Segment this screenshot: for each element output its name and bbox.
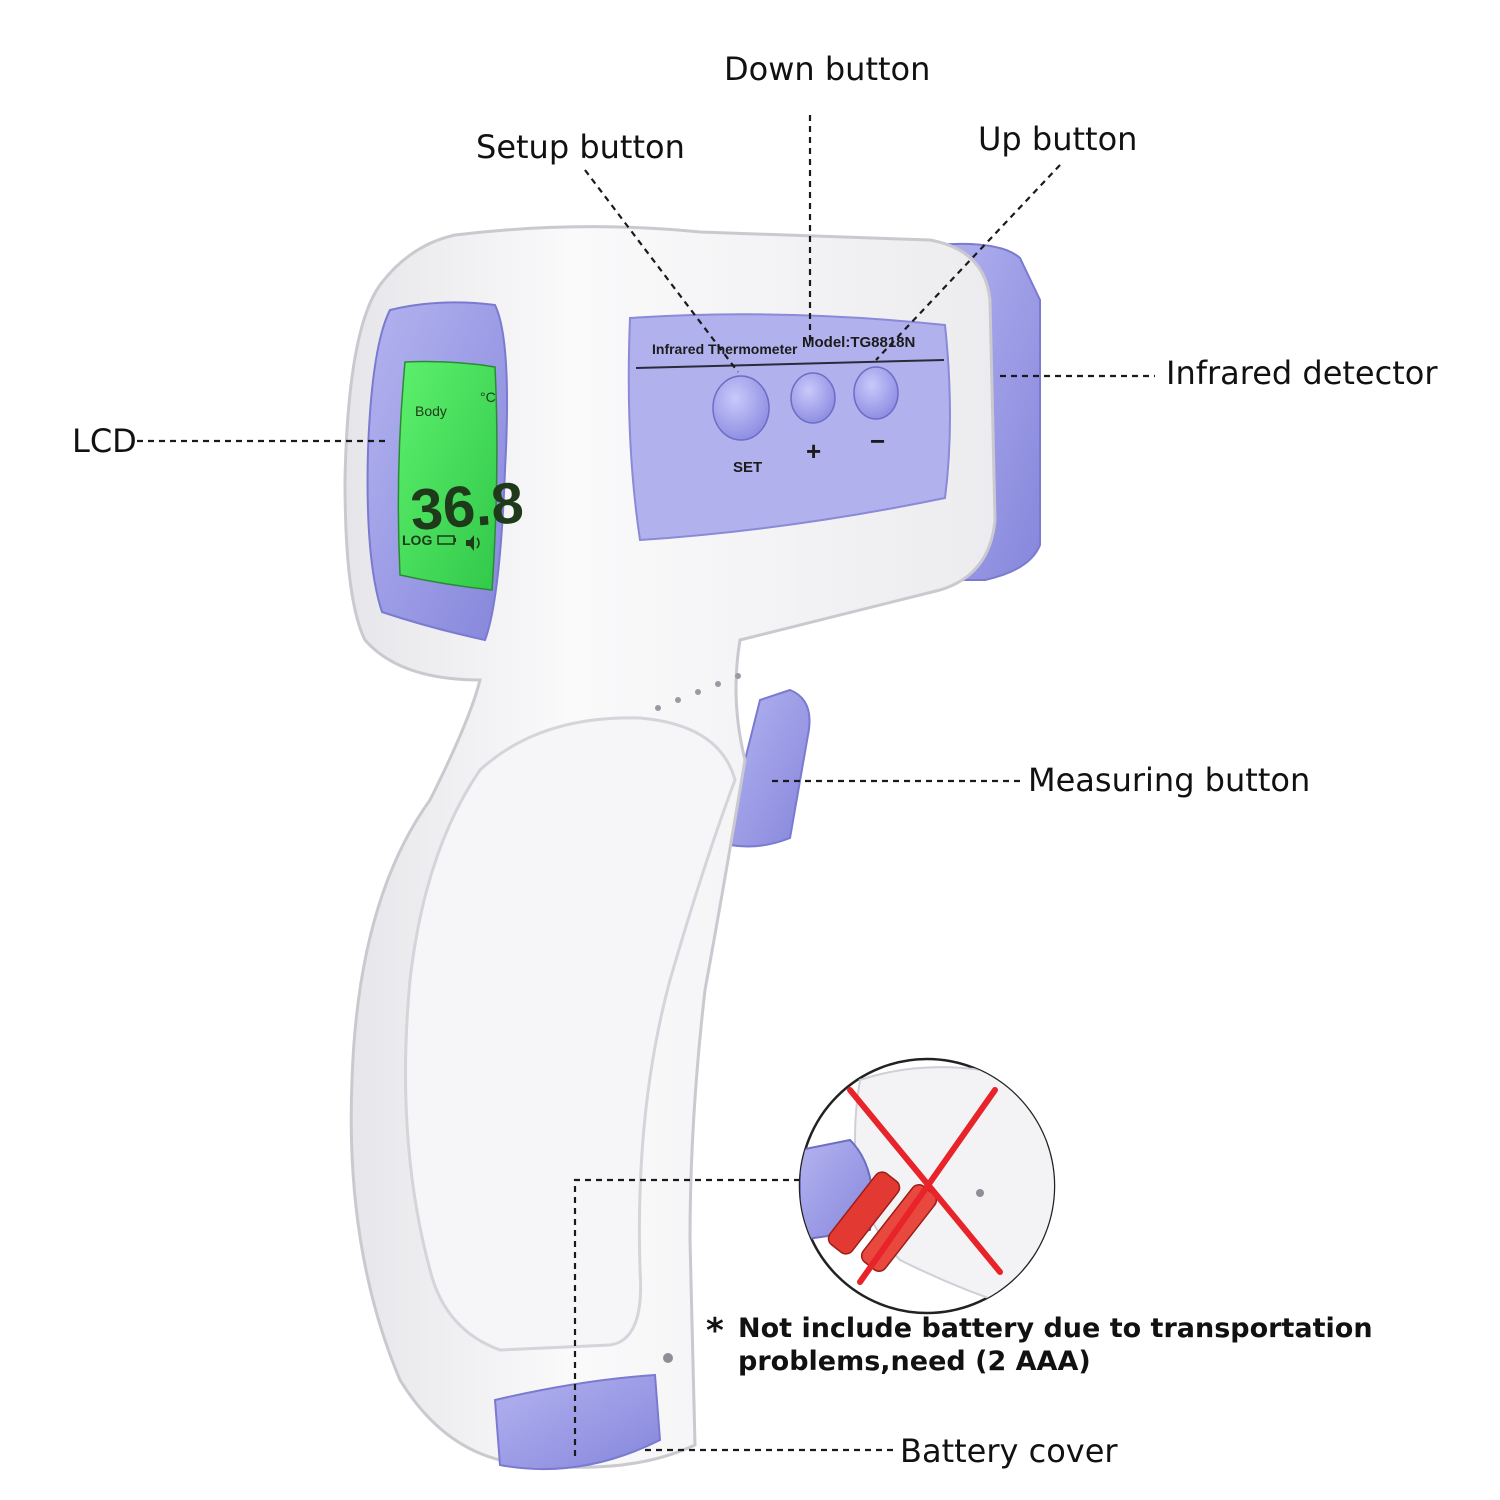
up-button-callout: Up button (978, 120, 1137, 158)
speaker-holes (655, 673, 741, 711)
inset-battery-1 (827, 1171, 901, 1255)
grip-panel (404, 716, 737, 1352)
lcd-reading: 36.8 (408, 470, 525, 543)
battery-note: * Not include battery due to transportat… (706, 1311, 1373, 1377)
battery-icon (437, 535, 456, 545)
asterisk-icon: * (706, 1311, 724, 1351)
lcd-unit-label: °C (480, 389, 496, 405)
set-button-label: SET (733, 459, 762, 476)
battery-note-line2: problems,need (2 AAA) (738, 1346, 1091, 1377)
measuring-button-callout: Measuring button (1028, 761, 1310, 799)
measuring-trigger[interactable] (728, 688, 811, 848)
cross-icon (847, 1087, 1003, 1285)
down-button-callout: Down button (724, 50, 930, 88)
battery-inset (798, 1057, 1056, 1315)
setup-button-callout: Setup button (476, 128, 685, 166)
lcd-mode-label: Body (415, 403, 447, 419)
battery-cover[interactable] (493, 1373, 662, 1471)
panel-model: Model:TG8818N (802, 334, 915, 351)
panel-title: Infrared Thermometer (652, 341, 798, 357)
plus-button-label: + (806, 436, 821, 466)
minus-button[interactable] (853, 366, 899, 420)
infrared-detector-callout: Infrared detector (1166, 354, 1438, 392)
minus-button-label: − (870, 426, 885, 456)
battery-cover-callout: Battery cover (900, 1432, 1118, 1470)
leader-lines (137, 115, 1155, 1458)
lcd-log-label: LOG (402, 532, 432, 548)
battery-note-line1: Not include battery due to transportatio… (738, 1313, 1373, 1344)
control-panel-divider (635, 359, 945, 369)
set-button[interactable] (712, 375, 770, 441)
speaker-icon (466, 535, 480, 551)
lanyard-hole (663, 1353, 673, 1363)
thermometer-device: Body °C 36.8 LOG Infrared Thermometer Mo… (343, 225, 1041, 1471)
plus-button[interactable] (790, 372, 836, 424)
lcd-callout: LCD (72, 422, 137, 460)
lcd-screen (397, 360, 498, 591)
